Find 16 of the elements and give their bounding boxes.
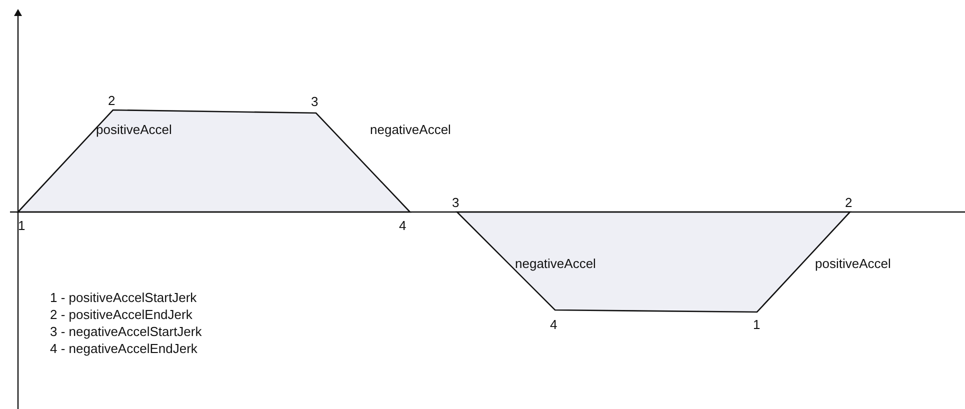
point-number: 4 [399, 218, 406, 233]
legend-text: 2 - positiveAccelEndJerk [50, 307, 192, 322]
point-number: 1 [753, 317, 760, 332]
curve-label: negativeAccel [515, 256, 596, 271]
legend-text: 4 - negativeAccelEndJerk [50, 341, 198, 356]
legend-text: 3 - negativeAccelStartJerk [50, 324, 202, 339]
curve-label: positiveAccel [96, 122, 172, 137]
legend-text: 1 - positiveAccelStartJerk [50, 290, 197, 305]
point-number: 4 [550, 317, 558, 332]
curve-label: positiveAccel [815, 256, 891, 271]
point-number: 2 [845, 195, 852, 210]
point-number: 2 [108, 93, 116, 108]
point-number: 3 [311, 94, 318, 109]
curve-label: negativeAccel [370, 122, 451, 137]
point-number: 1 [18, 218, 26, 233]
point-number: 3 [452, 195, 460, 210]
